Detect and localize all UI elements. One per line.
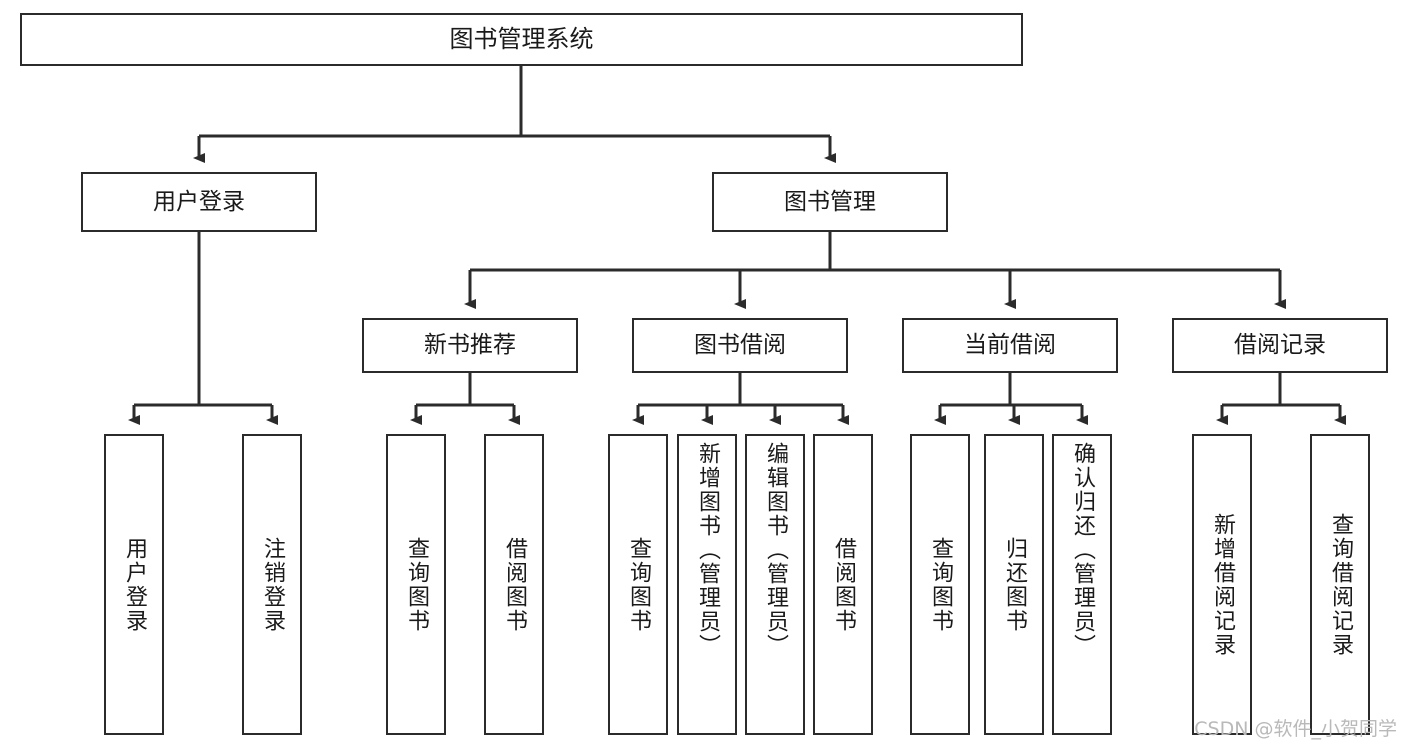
- node-leaf-rec-borrow-book[interactable]: 借阅图书: [484, 434, 544, 735]
- node-book-borrow-label: 图书借阅: [694, 332, 786, 359]
- node-leaf-br-query-record-label: 查询借阅记录: [1328, 512, 1353, 657]
- node-leaf-cb-return-book-label: 归还图书: [1002, 536, 1027, 633]
- node-leaf-cb-confirm-return[interactable]: 确认归还（管理员）: [1052, 434, 1112, 735]
- node-leaf-br-add-record[interactable]: 新增借阅记录: [1192, 434, 1252, 735]
- node-leaf-br-add-record-label: 新增借阅记录: [1210, 512, 1235, 657]
- node-leaf-bb-add-book-label: 新增图书（管理员）: [695, 442, 720, 658]
- node-book-borrow[interactable]: 图书借阅: [632, 318, 848, 373]
- node-root-label: 图书管理系统: [449, 24, 594, 53]
- node-borrow-record[interactable]: 借阅记录: [1172, 318, 1388, 373]
- node-leaf-bb-query-book[interactable]: 查询图书: [608, 434, 668, 735]
- node-book-manage[interactable]: 图书管理: [712, 172, 948, 232]
- node-leaf-bb-query-book-label: 查询图书: [626, 536, 651, 633]
- node-leaf-cb-return-book[interactable]: 归还图书: [984, 434, 1044, 735]
- node-user-login[interactable]: 用户登录: [81, 172, 317, 232]
- node-leaf-rec-query-book[interactable]: 查询图书: [386, 434, 446, 735]
- node-root[interactable]: 图书管理系统: [20, 13, 1023, 66]
- node-leaf-bb-borrow-book[interactable]: 借阅图书: [813, 434, 873, 735]
- node-leaf-rec-borrow-book-label: 借阅图书: [502, 536, 527, 633]
- node-leaf-user-logout[interactable]: 注销登录: [242, 434, 302, 735]
- watermark: CSDN @软件_小贺同学: [1194, 718, 1397, 740]
- node-leaf-cb-query-book-label: 查询图书: [928, 536, 953, 633]
- node-leaf-rec-query-book-label: 查询图书: [404, 536, 429, 633]
- node-leaf-user-login-label: 用户登录: [122, 536, 147, 633]
- node-new-book-rec-label: 新书推荐: [424, 332, 516, 359]
- node-leaf-bb-edit-book[interactable]: 编辑图书（管理员）: [745, 434, 805, 735]
- node-leaf-user-login[interactable]: 用户登录: [104, 434, 164, 735]
- node-leaf-bb-add-book[interactable]: 新增图书（管理员）: [677, 434, 737, 735]
- node-current-borrow[interactable]: 当前借阅: [902, 318, 1118, 373]
- node-leaf-cb-confirm-return-label: 确认归还（管理员）: [1070, 442, 1095, 658]
- node-leaf-br-query-record[interactable]: 查询借阅记录: [1310, 434, 1370, 735]
- node-leaf-bb-borrow-book-label: 借阅图书: [831, 536, 856, 633]
- node-borrow-record-label: 借阅记录: [1234, 332, 1326, 359]
- node-leaf-bb-edit-book-label: 编辑图书（管理员）: [763, 442, 788, 658]
- node-current-borrow-label: 当前借阅: [964, 332, 1056, 359]
- node-leaf-user-logout-label: 注销登录: [260, 536, 285, 633]
- node-user-login-label: 用户登录: [153, 188, 245, 215]
- node-leaf-cb-query-book[interactable]: 查询图书: [910, 434, 970, 735]
- node-book-manage-label: 图书管理: [784, 188, 876, 215]
- node-new-book-rec[interactable]: 新书推荐: [362, 318, 578, 373]
